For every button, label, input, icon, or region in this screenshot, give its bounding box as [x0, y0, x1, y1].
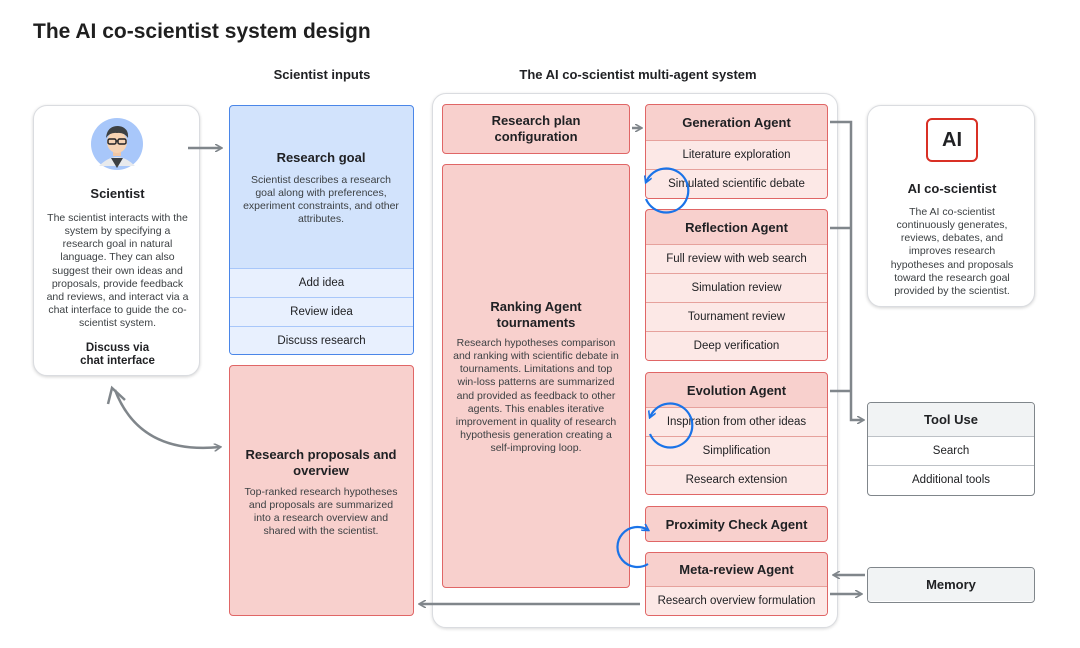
proximity-check-agent-box: Proximity Check Agent [645, 506, 828, 542]
generation-item-literature: Literature exploration [646, 140, 827, 169]
evolution-item-extension: Research extension [646, 465, 827, 494]
tool-use-title: Tool Use [868, 403, 1034, 436]
discuss-research-button[interactable]: Discuss research [230, 326, 413, 354]
discuss-label-line1: Discuss via [85, 342, 150, 354]
research-proposals-description: Top-ranked research hypotheses and propo… [244, 486, 398, 538]
reflection-item-verification: Deep verification [646, 331, 827, 360]
research-goal-box: Research goal Scientist describes a rese… [229, 105, 414, 355]
ranking-agent-box: Ranking Agent tournaments Research hypot… [442, 164, 630, 588]
memory-box: Memory [867, 567, 1035, 603]
ai-co-scientist-card: AI AI co-scientist The AI co-scientist c… [867, 105, 1035, 307]
research-plan-configuration-title: Research plan configuration [491, 113, 581, 144]
reflection-agent-box: Reflection Agent Full review with web se… [645, 209, 828, 361]
scientist-name: Scientist [90, 186, 145, 201]
ranking-agent-title: Ranking Agent tournaments [490, 299, 582, 330]
page-title: The AI co-scientist system design [33, 20, 371, 43]
discuss-label: Discuss via chat interface [34, 342, 201, 368]
research-goal-title: Research goal [276, 150, 366, 165]
generation-agent-title: Generation Agent [682, 115, 791, 130]
discuss-label-line2: chat interface [80, 355, 155, 368]
reflection-item-simulation: Simulation review [646, 273, 827, 302]
tool-use-box: Tool Use Search Additional tools [867, 402, 1035, 496]
reflection-agent-title: Reflection Agent [685, 219, 788, 235]
section-heading-inputs: Scientist inputs [273, 67, 371, 82]
reflection-item-tournament: Tournament review [646, 302, 827, 331]
research-proposals-box: Research proposals and overview Top-rank… [229, 365, 414, 616]
ai-co-scientist-description: The AI co-scientist continuously generat… [890, 206, 1014, 297]
reflection-item-web-search: Full review with web search [646, 244, 827, 273]
tool-use-item-search: Search [868, 436, 1034, 465]
section-heading-system: The AI co-scientist multi-agent system [519, 67, 757, 82]
evolution-agent-box: Evolution Agent Inspiration from other i… [645, 372, 828, 495]
meta-review-item-overview: Research overview formulation [646, 586, 827, 615]
review-idea-button[interactable]: Review idea [230, 297, 413, 326]
chat-bidirectional-arrow [106, 385, 220, 448]
scientist-card: Scientist The scientist interacts with t… [33, 105, 200, 376]
evolution-item-inspiration: Inspiration from other ideas [646, 407, 827, 436]
scientist-avatar-icon [91, 118, 143, 170]
evolution-agent-title: Evolution Agent [686, 382, 787, 398]
ai-co-scientist-title: AI co-scientist [907, 181, 997, 196]
add-idea-button[interactable]: Add idea [230, 268, 413, 297]
research-plan-configuration-box: Research plan configuration [442, 104, 630, 154]
scientist-description: The scientist interacts with the system … [46, 212, 189, 329]
generation-agent-box: Generation Agent Literature exploration … [645, 104, 828, 199]
generation-item-debate: Simulated scientific debate [646, 169, 827, 198]
proximity-check-agent-title: Proximity Check Agent [665, 516, 808, 532]
memory-title: Memory [868, 568, 1034, 601]
tool-use-item-additional: Additional tools [868, 465, 1034, 494]
ranking-agent-description: Research hypotheses comparison and ranki… [453, 337, 619, 454]
research-goal-description: Scientist describes a research goal alon… [243, 174, 399, 226]
meta-review-agent-title: Meta-review Agent [679, 562, 794, 577]
research-proposals-title: Research proposals and overview [245, 447, 397, 478]
ai-badge-icon: AI [926, 118, 978, 162]
evolution-item-simplification: Simplification [646, 436, 827, 465]
meta-review-agent-box: Meta-review Agent Research overview form… [645, 552, 828, 616]
